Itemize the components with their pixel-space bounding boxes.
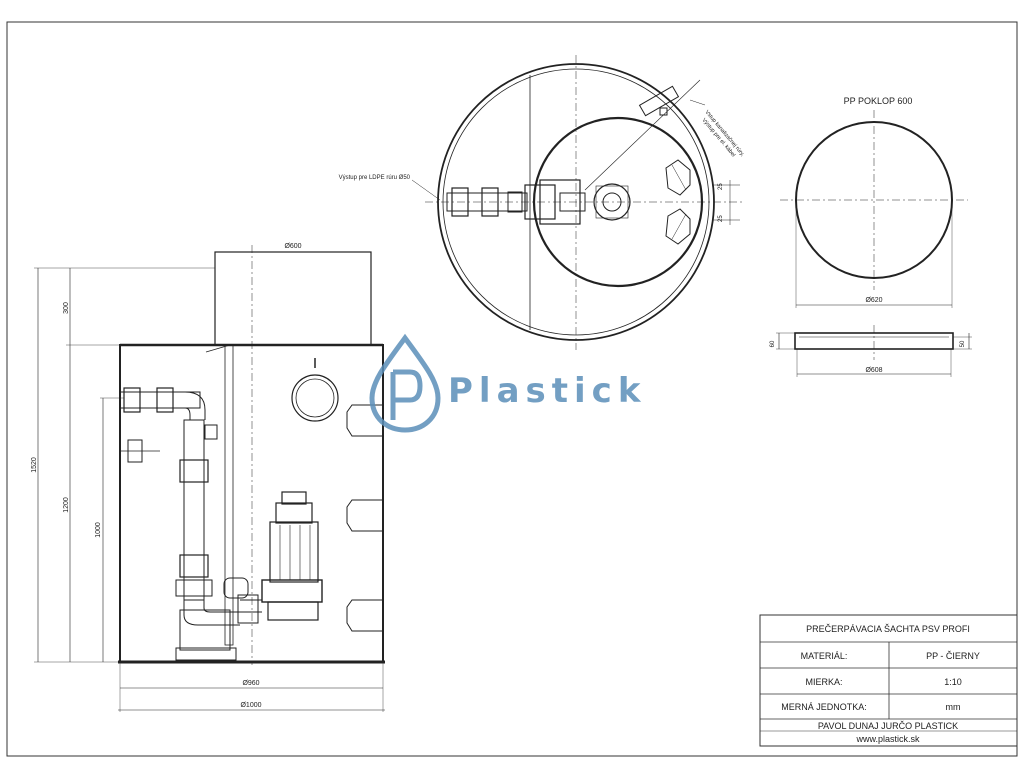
drop-logo-icon xyxy=(369,333,441,433)
inlet-label: Vstup kanalizačnej rúry, xyxy=(703,109,745,158)
scale-label: MIERKA: xyxy=(805,677,842,687)
scale-value: 1:10 xyxy=(944,677,962,687)
dim-1000b-label: Ø1000 xyxy=(240,702,261,709)
dim-25b-label: 25 xyxy=(718,215,724,222)
side-view xyxy=(34,245,385,712)
unit-value: mm xyxy=(946,702,961,712)
watermark-text: Plastick xyxy=(448,371,646,411)
dim-300-label: 300 xyxy=(63,302,70,314)
dim-60-label: 60 xyxy=(770,340,776,347)
unit-label: MERNÁ JEDNOTKA: xyxy=(781,702,867,712)
website-text[interactable]: www.plastick.sk xyxy=(855,734,920,744)
dim-1200-label: 1200 xyxy=(63,497,70,513)
drawing-frame xyxy=(6,21,1018,757)
material-label: MATERIÁL: xyxy=(801,651,848,661)
dim-25a-label: 25 xyxy=(718,183,724,190)
material-value: PP - ČIERNY xyxy=(926,651,980,661)
author-text: PAVOL DUNAJ JURČO PLASTICK xyxy=(818,721,958,731)
dim-50-label: 50 xyxy=(960,340,966,347)
plan-view xyxy=(411,55,745,350)
dim-top-label: Ø600 xyxy=(284,243,301,250)
title-block-title: PREČERPÁVACIA ŠACHTA PSV PROFI xyxy=(806,624,970,634)
dim-608-label: Ø608 xyxy=(865,367,882,374)
dim-1000-label: 1000 xyxy=(95,522,102,538)
outlet-label: Výstup pre LDPE rúru Ø50 xyxy=(339,175,411,181)
lid-title: PP POKLOP 600 xyxy=(844,96,913,106)
title-block xyxy=(759,614,1018,747)
dim-620-label: Ø620 xyxy=(865,297,882,304)
dim-1520-label: 1520 xyxy=(31,457,38,473)
dim-960-label: Ø960 xyxy=(242,680,259,687)
lid-view xyxy=(776,110,972,377)
